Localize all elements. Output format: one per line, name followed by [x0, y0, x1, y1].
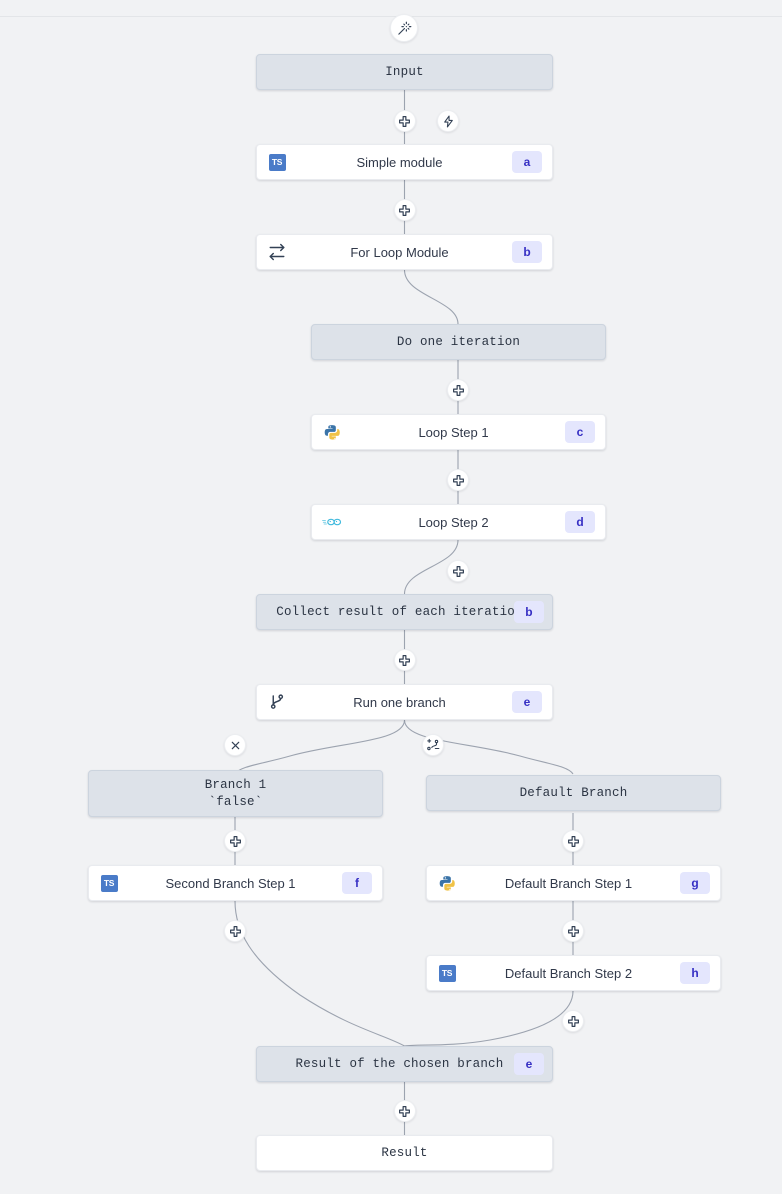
add-step-after-second-branch-step-1-button[interactable]: [224, 920, 246, 942]
node-collect-result-badge: b: [514, 601, 544, 623]
node-collect-result-label: Collect result of each iteration: [276, 604, 523, 619]
python-icon: [437, 873, 457, 893]
magic-wand-icon: [397, 21, 412, 36]
node-result-chosen-branch[interactable]: Result of the chosen branch e: [256, 1046, 553, 1082]
node-default-branch-step-2-label: Default Branch Step 2: [504, 965, 633, 981]
plus-icon: [398, 204, 411, 217]
typescript-icon-text: TS: [438, 964, 456, 982]
node-default-branch[interactable]: Default Branch: [426, 775, 721, 811]
plus-icon: [567, 1015, 580, 1028]
node-default-branch-step-1-label: Default Branch Step 1: [504, 875, 633, 891]
top-divider: [0, 16, 782, 17]
node-default-branch-label: Default Branch: [519, 785, 628, 800]
node-loop-step-2[interactable]: Loop Step 2 d: [311, 504, 606, 540]
node-default-branch-step-1[interactable]: Default Branch Step 1 g: [426, 865, 721, 901]
plus-icon: [229, 835, 242, 848]
plus-icon: [398, 115, 411, 128]
plus-icon: [452, 565, 465, 578]
loop-icon: [267, 242, 287, 262]
go-icon: [322, 512, 342, 532]
add-step-after-input-button[interactable]: [393, 110, 416, 132]
ai-builder-button[interactable]: [390, 14, 418, 42]
add-branch-button[interactable]: [422, 734, 444, 756]
node-run-one-branch-badge: e: [512, 691, 542, 713]
node-loop-step-2-label: Loop Step 2: [418, 514, 489, 530]
lightning-icon: [442, 115, 455, 128]
node-loop-step-2-badge: d: [565, 511, 595, 533]
node-do-one-iteration-label: Do one iteration: [396, 334, 521, 349]
node-result-chosen-branch-label: Result of the chosen branch: [295, 1056, 504, 1071]
node-loop-step-1-badge: c: [565, 421, 595, 443]
node-default-branch-step-2-badge: h: [680, 962, 710, 984]
node-second-branch-step-1[interactable]: TS Second Branch Step 1 f: [88, 865, 383, 901]
node-for-loop-module-label: For Loop Module: [350, 244, 449, 260]
node-simple-module-badge: a: [512, 151, 542, 173]
add-step-after-branch-1-button[interactable]: [224, 830, 246, 852]
plus-icon: [452, 474, 465, 487]
add-step-after-collect-result-button[interactable]: [393, 649, 416, 671]
node-second-branch-step-1-badge: f: [342, 872, 372, 894]
node-input[interactable]: Input: [256, 54, 553, 90]
plus-icon: [567, 925, 580, 938]
typescript-icon-text: TS: [268, 153, 286, 171]
plus-icon: [398, 1105, 411, 1118]
typescript-icon: TS: [267, 152, 287, 172]
add-step-after-loop-step-2-button[interactable]: [447, 560, 469, 582]
node-input-label: Input: [385, 64, 424, 79]
node-loop-step-1-label: Loop Step 1: [418, 424, 489, 440]
node-result-chosen-branch-badge: e: [514, 1053, 544, 1075]
node-default-branch-step-1-badge: g: [680, 872, 710, 894]
node-simple-module-label: Simple module: [356, 154, 443, 170]
plus-icon: [452, 384, 465, 397]
node-for-loop-module-badge: b: [512, 241, 542, 263]
node-default-branch-step-2[interactable]: TS Default Branch Step 2 h: [426, 955, 721, 991]
add-step-after-do-one-iteration-button[interactable]: [447, 379, 469, 401]
git-branch-icon: [267, 692, 287, 712]
node-collect-result[interactable]: Collect result of each iteration b: [256, 594, 553, 630]
git-branch-plus-icon: [426, 738, 440, 752]
node-for-loop-module[interactable]: For Loop Module b: [256, 234, 553, 270]
add-step-after-loop-step-1-button[interactable]: [447, 469, 469, 491]
add-step-after-default-branch-button[interactable]: [562, 830, 584, 852]
node-run-one-branch[interactable]: Run one branch e: [256, 684, 553, 720]
node-loop-step-1[interactable]: Loop Step 1 c: [311, 414, 606, 450]
typescript-icon: TS: [437, 963, 457, 983]
add-step-after-default-branch-step-1-button[interactable]: [562, 920, 584, 942]
node-branch-1-label: Branch 1 `false`: [204, 777, 267, 809]
python-icon: [322, 422, 342, 442]
node-do-one-iteration[interactable]: Do one iteration: [311, 324, 606, 360]
typescript-icon-text: TS: [100, 874, 118, 892]
node-branch-1[interactable]: Branch 1 `false`: [88, 770, 383, 817]
node-result-label: Result: [381, 1145, 428, 1160]
plus-icon: [567, 835, 580, 848]
close-icon: [230, 740, 241, 751]
add-step-after-simple-module-button[interactable]: [393, 199, 416, 221]
delete-branch-1-button[interactable]: [224, 734, 246, 756]
add-step-after-result-chosen-branch-button[interactable]: [393, 1100, 416, 1122]
add-trigger-button[interactable]: [437, 110, 459, 132]
node-simple-module[interactable]: TS Simple module a: [256, 144, 553, 180]
plus-icon: [398, 654, 411, 667]
node-second-branch-step-1-label: Second Branch Step 1: [165, 875, 296, 891]
node-run-one-branch-label: Run one branch: [353, 694, 446, 710]
plus-icon: [229, 925, 242, 938]
node-result[interactable]: Result: [256, 1135, 553, 1171]
typescript-icon: TS: [99, 873, 119, 893]
add-step-after-default-branch-step-2-button[interactable]: [562, 1010, 584, 1032]
